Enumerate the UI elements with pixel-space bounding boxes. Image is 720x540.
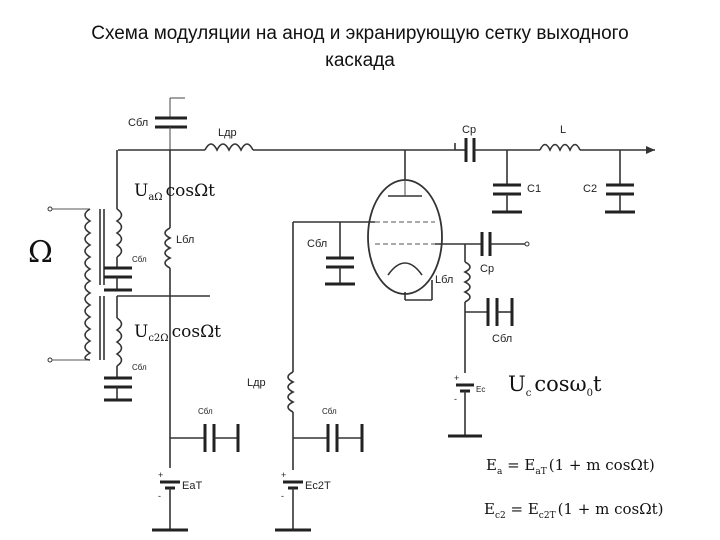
inductor-l-dr-screen xyxy=(287,371,295,413)
input-terminal-bottom xyxy=(47,357,53,363)
slide-title: Схема модуляции на анод и экранирующую с… xyxy=(0,20,720,74)
label-c-bl-screen: Cбл xyxy=(307,238,327,250)
coupling-capacitor-top xyxy=(464,138,476,162)
grid-input-terminal xyxy=(524,241,530,247)
omega-symbol: Ω xyxy=(28,235,53,270)
input-terminal-top xyxy=(47,206,53,212)
label-c-bl-left-1: Cбл xyxy=(132,255,147,264)
eat-plus: + xyxy=(158,470,163,480)
label-c-p-top: Cр xyxy=(462,124,476,136)
title-line-2: каскада xyxy=(325,50,395,71)
transformer-primary-winding xyxy=(84,208,92,361)
eat-minus: - xyxy=(158,491,161,501)
equation-screen-grid: Ec2 = Ec2T(1 + m cosΩt) xyxy=(484,500,664,521)
label-l-bl-anode: Lбл xyxy=(176,234,194,246)
label-l: L xyxy=(560,124,566,136)
ec2t-plus: + xyxy=(281,470,286,480)
title-line-1: Схема модуляции на анод и экранирующую с… xyxy=(91,23,629,44)
inductor-l-dr-top xyxy=(204,143,254,152)
label-e-c: Eс xyxy=(476,385,485,394)
label-l-dr-top: Lдр xyxy=(218,127,237,139)
transformer-secondary-2 xyxy=(115,317,123,367)
label-c-bl-left-2: Cбл xyxy=(132,363,147,372)
label-c1: C1 xyxy=(527,183,541,195)
label-l-dr-screen: Lдр xyxy=(247,377,266,389)
top-blocking-capacitor xyxy=(155,97,187,150)
label-l-bl-grid: Lбл xyxy=(435,274,453,286)
inductor-l-bl-anode xyxy=(164,227,172,269)
output-arrow-icon xyxy=(646,146,655,154)
transformer-secondary-1 xyxy=(115,208,123,258)
label-c-bl-top: Cбл xyxy=(128,117,148,129)
inductor-l-output xyxy=(539,143,581,152)
equation-anode: Ea = EaT(1 + m cosΩt) xyxy=(486,456,655,477)
ec-plus: + xyxy=(454,373,459,383)
tube-cathode xyxy=(387,262,423,276)
ec2t-minus: - xyxy=(281,491,284,501)
label-e-at: EaT xyxy=(182,480,202,492)
label-c-bl-screen-bot: Cбл xyxy=(322,407,337,416)
ec-minus: - xyxy=(454,394,457,404)
label-c2: C2 xyxy=(583,183,597,195)
label-c-bl-grid: Cбл xyxy=(492,333,512,345)
label-c-p-grid: Cр xyxy=(480,263,494,275)
label-e-c2t: Ec2T xyxy=(305,480,331,492)
inductor-l-bl-grid xyxy=(463,261,471,303)
vacuum-tube xyxy=(367,179,443,295)
label-c-bl-anode-bot: Cбл xyxy=(198,407,213,416)
